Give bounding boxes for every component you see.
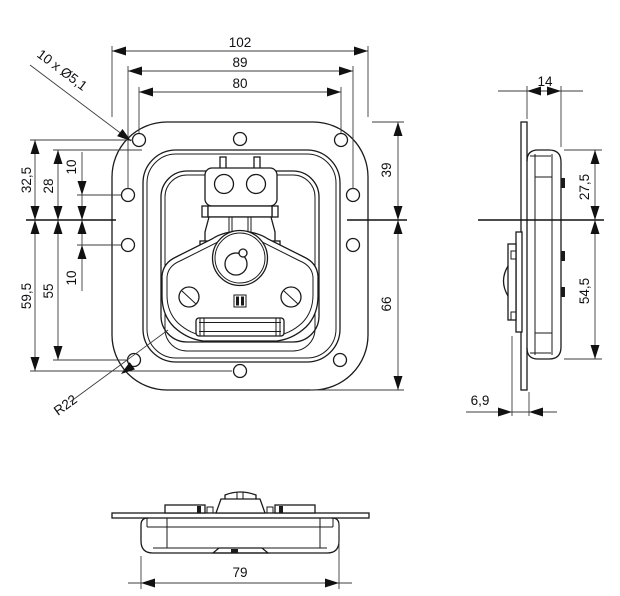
radius-leader (69, 329, 169, 403)
rivet-detail (233, 294, 247, 308)
pawl-clip (231, 549, 238, 553)
bottom-view (111, 491, 370, 554)
mounting-hole (120, 237, 136, 253)
collar-ear (201, 205, 209, 218)
dim-upper-side-hole: 10 (64, 159, 79, 174)
bottom-bar (195, 317, 285, 337)
side-recess-inner-lines (530, 154, 553, 355)
bottom-pawl-profile (211, 547, 270, 554)
dim-center-to-recess-bottom-side: 54,5 (577, 278, 592, 304)
latch-mechanism (161, 156, 319, 342)
dimension-lines (29, 46, 602, 589)
bottom-dim-extensions (128, 523, 352, 589)
spring-clip (561, 251, 565, 261)
mounting-hole (345, 237, 361, 253)
mounting-hole (345, 187, 361, 203)
side-view (478, 121, 604, 391)
recess-lip-inner (146, 153, 337, 359)
side-dim-extensions (466, 86, 602, 416)
knob-dome (224, 491, 257, 500)
rivet-bar (236, 296, 239, 306)
spring-clips (561, 178, 565, 297)
knob-inner (214, 232, 266, 284)
mounting-hole (232, 363, 248, 379)
top-dim-extensions (111, 46, 369, 189)
latch-front-plate (515, 231, 523, 333)
bar-end-profile (206, 506, 214, 514)
side-recess-profile (526, 149, 562, 360)
recess-lip-outer (142, 149, 341, 363)
spring-clip (561, 287, 565, 297)
collar-ear (271, 205, 279, 218)
plate-outline (111, 121, 369, 391)
dim-center-to-bottom: 66 (379, 296, 394, 311)
collar (207, 205, 273, 218)
bottom-plate (111, 512, 370, 519)
mounting-hole (120, 187, 136, 203)
bottom-recess-inner-lines (146, 518, 334, 549)
dim-side-hole-span: 89 (232, 55, 247, 70)
bracket-hole (245, 173, 267, 195)
hole-callout-leader (29, 64, 132, 142)
rivet-bar (241, 296, 244, 306)
right-dim-extensions (310, 121, 404, 391)
bottom-bar-lines (199, 318, 281, 336)
dim-recess-top-to-center-side: 27,5 (577, 174, 592, 200)
mounting-hole (232, 131, 248, 147)
dim-corner-hole-span: 80 (232, 76, 247, 91)
dim-top-to-center: 39 (379, 162, 394, 177)
dim-center-to-corner-hole: 55 (41, 283, 56, 298)
wing-edge-profile (274, 504, 316, 514)
dim-lower-side-hole: 10 (64, 270, 79, 285)
wing-clip (279, 506, 283, 513)
bar-end-profile (266, 506, 274, 514)
dim-depth: 14 (537, 74, 553, 89)
latch-front-bump (502, 265, 509, 297)
mounting-hole (131, 132, 147, 148)
knob-profile (215, 498, 266, 514)
knob-outer (211, 229, 269, 287)
bottom-top-details (164, 491, 316, 514)
knob-keyhole (224, 252, 248, 276)
wing-edge-profile (164, 504, 206, 514)
left-dim-extensions (30, 139, 232, 372)
mounting-hole (332, 352, 348, 368)
dim-center-to-bottom-hole: 59,5 (19, 283, 34, 309)
spring-clip (561, 178, 565, 188)
knob-notch (238, 248, 248, 258)
front-view (26, 121, 407, 391)
dim-overall-width: 102 (229, 35, 252, 50)
corner-radius-label: R22 (51, 392, 80, 419)
hole-callout-label: 10 x Ø5,1 (34, 46, 90, 93)
dim-recess-width: 79 (232, 565, 247, 580)
screw-slot (181, 290, 197, 305)
latch-front-body (507, 243, 517, 321)
screw-slot (283, 290, 299, 305)
side-latch-protrusion (502, 231, 523, 333)
bracket-hole (213, 173, 235, 195)
wing-clip (197, 506, 201, 513)
dim-recess-top-to-center: 28 (41, 178, 56, 193)
latch-detail (510, 311, 517, 321)
mounting-hole (333, 132, 349, 148)
dim-top-hole-to-center: 32,5 (19, 167, 34, 193)
top-bracket (204, 167, 278, 207)
dim-latch-protrusion: 6,9 (471, 393, 490, 408)
latch-detail (510, 250, 517, 260)
mounting-holes (120, 131, 361, 379)
